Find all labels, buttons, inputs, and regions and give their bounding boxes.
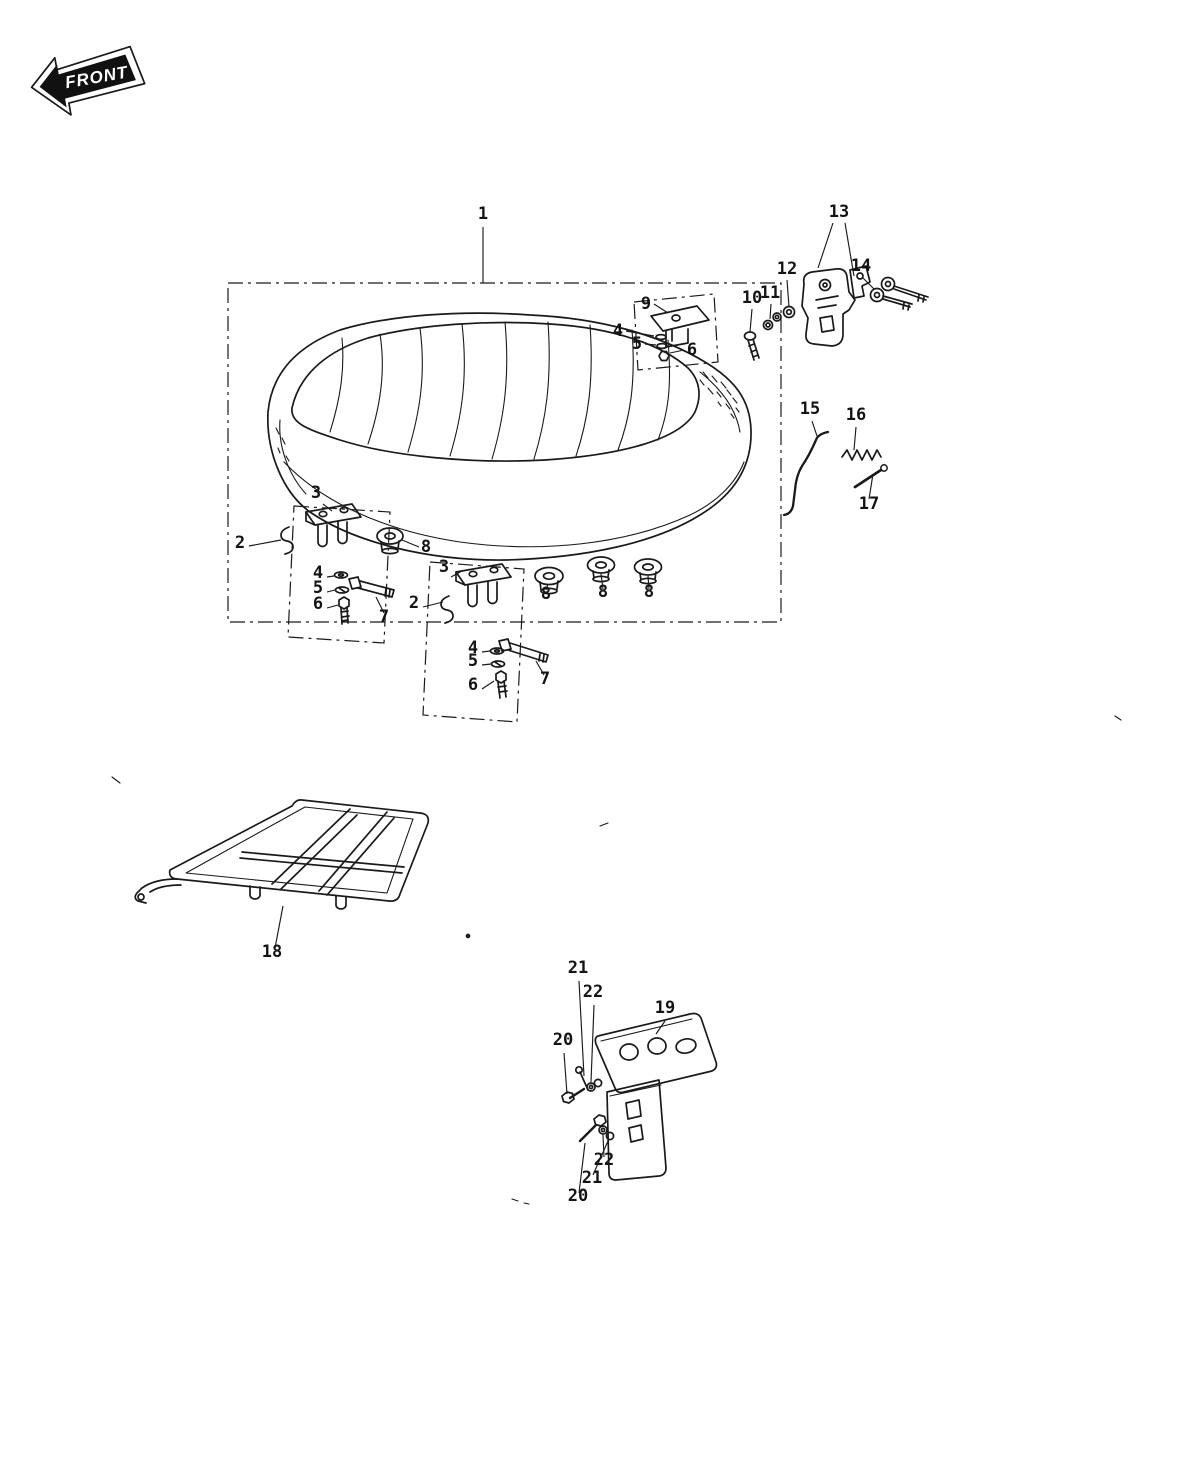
- callout-4-top: 4: [613, 321, 623, 341]
- fasteners-lower: [578, 1114, 615, 1143]
- callout-8-mid2: 8: [598, 582, 608, 602]
- callout-22-lower: 22: [594, 1150, 614, 1170]
- callout-6-left: 6: [313, 594, 323, 614]
- callout-8-mid1: 8: [541, 584, 551, 604]
- leader-lines: [248, 222, 875, 1194]
- callout-7-left: 7: [379, 607, 389, 627]
- luggage-rack: [134, 799, 430, 910]
- callout-2-left: 2: [235, 533, 245, 553]
- callout-6-top: 6: [687, 340, 697, 360]
- callout-16: 16: [846, 405, 866, 425]
- callout-20-lower: 20: [568, 1186, 588, 1206]
- callout-22-upper: 22: [583, 982, 603, 1002]
- front-arrow: FRONT: [30, 45, 146, 116]
- callout-2-right: 2: [409, 593, 419, 613]
- tool-tray: [594, 1012, 718, 1181]
- callout-5-left: 5: [313, 578, 323, 598]
- callout-14: 14: [851, 256, 871, 276]
- callout-20-upper: 20: [553, 1030, 573, 1050]
- callout-7-right: 7: [540, 669, 550, 689]
- callout-3-right: 3: [439, 557, 449, 577]
- callout-12: 12: [777, 259, 797, 279]
- callout-3-left: 3: [311, 483, 321, 503]
- hinge-group-right: [440, 563, 549, 699]
- callout-4-right: 4: [468, 638, 478, 658]
- callout-10: 10: [742, 288, 762, 308]
- callout-21-upper: 21: [568, 958, 588, 978]
- callout-9: 9: [641, 294, 651, 314]
- hinge-group-left: [280, 503, 404, 625]
- callout-1: 1: [478, 204, 488, 224]
- keys: [869, 276, 929, 311]
- callout-4-left: 4: [313, 563, 323, 583]
- callout-18: 18: [262, 942, 282, 962]
- callouts: 1 9 4 5 6 13 12 10 11 14 15 16 17 3 2 8 …: [235, 202, 879, 1206]
- callout-8-mid3: 8: [644, 582, 654, 602]
- seat-dampers: [534, 556, 663, 595]
- seat-hook-bracket: [650, 305, 710, 362]
- fasteners-upper: [561, 1065, 603, 1104]
- callout-8-left: 8: [421, 537, 431, 557]
- callout-11: 11: [760, 283, 780, 303]
- callout-15: 15: [800, 399, 820, 419]
- callout-5-right: 5: [468, 651, 478, 671]
- callout-17: 17: [859, 494, 879, 514]
- callout-13: 13: [829, 202, 849, 222]
- seat-shading: [275, 371, 740, 462]
- callout-19: 19: [655, 998, 675, 1018]
- stray-marks: [111, 715, 1122, 1205]
- seat-drawing: [267, 312, 752, 561]
- callout-5-top: 5: [632, 334, 642, 354]
- seat-lock-assembly: [743, 265, 929, 361]
- callout-6-right: 6: [468, 675, 478, 695]
- callout-21-lower: 21: [582, 1168, 602, 1188]
- latch-lever-group: [782, 430, 888, 517]
